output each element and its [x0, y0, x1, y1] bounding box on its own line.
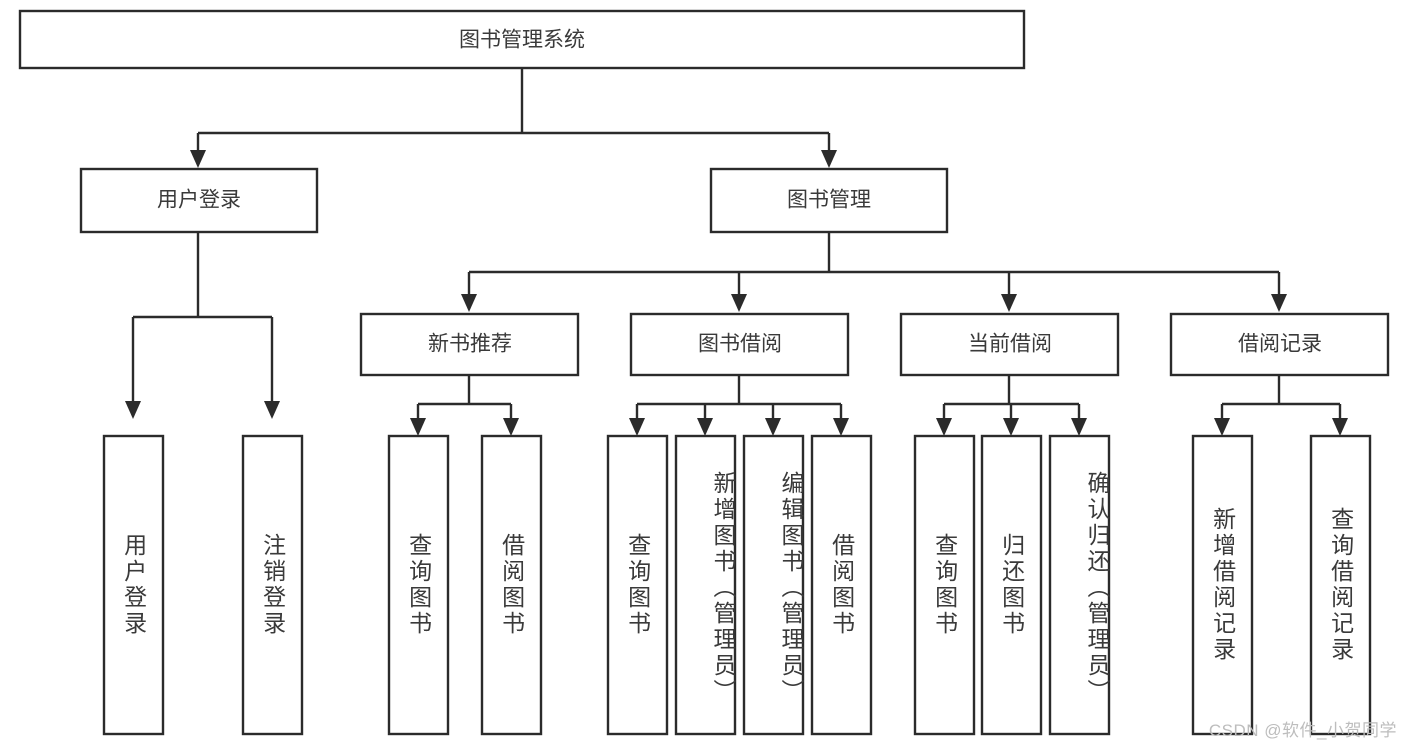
arrowhead-leaf-add-book: [697, 418, 713, 436]
node-new-book-recommend-label: 新书推荐: [428, 333, 512, 356]
arrowhead-leaf-logout-login: [264, 401, 280, 419]
node-current-borrow-label: 当前借阅: [968, 333, 1052, 356]
node-leaf-query-book-3-rect[interactable]: [913, 434, 976, 736]
arrowhead-new-book-recommend: [461, 294, 477, 312]
node-new-book-recommend-rect[interactable]: [359, 312, 580, 377]
node-borrow-record-label: 借阅记录: [1238, 333, 1322, 356]
arrowhead-borrow-record: [1271, 294, 1287, 312]
node-leaf-add-book-rect[interactable]: [674, 434, 737, 736]
node-book-management[interactable]: 图书管理: [709, 167, 949, 234]
node-leaf-edit-book-rect[interactable]: [742, 434, 805, 736]
node-leaf-query-book-1-rect[interactable]: [387, 434, 450, 736]
node-user-login-rect[interactable]: [79, 167, 319, 234]
arrowhead-leaf-borrow-book-1: [503, 418, 519, 436]
node-borrow-record-rect[interactable]: [1169, 312, 1390, 377]
arrowhead-leaf-query-borrow-record: [1332, 418, 1348, 436]
node-book-management-label: 图书管理: [787, 189, 871, 212]
node-current-borrow[interactable]: 当前借阅: [899, 312, 1120, 377]
node-leaf-return-book-rect[interactable]: [980, 434, 1043, 736]
node-book-borrow-label: 图书借阅: [698, 333, 782, 356]
edges-layer: [125, 68, 1348, 436]
arrowhead-leaf-add-borrow-record: [1214, 418, 1230, 436]
arrowhead-leaf-query-book-3: [936, 418, 952, 436]
arrowhead-leaf-query-book-2: [629, 418, 645, 436]
node-leaf-query-book-2-rect[interactable]: [606, 434, 669, 736]
arrowhead-leaf-confirm-return: [1071, 418, 1087, 436]
nodes-layer: 图书管理系统 用户登录 图书管理 新书推荐 图书借阅 当前借阅 借阅记录: [18, 9, 1390, 736]
node-leaf-confirm-return-rect[interactable]: [1048, 434, 1111, 736]
arrowhead-leaf-query-book-1: [410, 418, 426, 436]
node-book-management-rect[interactable]: [709, 167, 949, 234]
node-book-borrow-rect[interactable]: [629, 312, 850, 377]
node-root-rect[interactable]: [18, 9, 1026, 70]
arrowhead-book-management: [821, 150, 837, 168]
node-borrow-record[interactable]: 借阅记录: [1169, 312, 1390, 377]
node-leaf-borrow-book-2-rect[interactable]: [810, 434, 873, 736]
node-leaf-add-borrow-record-rect[interactable]: [1191, 434, 1254, 736]
arrowhead-current-borrow: [1001, 294, 1017, 312]
arrowhead-leaf-return-book: [1003, 418, 1019, 436]
node-current-borrow-rect[interactable]: [899, 312, 1120, 377]
arrowhead-leaf-user-login: [125, 401, 141, 419]
arrowhead-leaf-borrow-book-2: [833, 418, 849, 436]
node-leaf-query-borrow-record-rect[interactable]: [1309, 434, 1372, 736]
csdn-watermark: CSDN @软件_小贺同学: [1208, 721, 1397, 740]
arrowhead-user-login: [190, 150, 206, 168]
node-user-login[interactable]: 用户登录: [79, 167, 319, 234]
node-leaf-user-login-rect[interactable]: [102, 434, 165, 736]
node-book-borrow[interactable]: 图书借阅: [629, 312, 850, 377]
node-root[interactable]: 图书管理系统: [18, 9, 1026, 70]
arrowhead-book-borrow: [731, 294, 747, 312]
node-new-book-recommend[interactable]: 新书推荐: [359, 312, 580, 377]
node-leaf-logout-login-rect[interactable]: [241, 434, 304, 736]
node-root-label: 图书管理系统: [459, 29, 585, 52]
arrowhead-leaf-edit-book: [765, 418, 781, 436]
node-user-login-label: 用户登录: [157, 189, 241, 212]
node-leaf-borrow-book-1-rect[interactable]: [480, 434, 543, 736]
